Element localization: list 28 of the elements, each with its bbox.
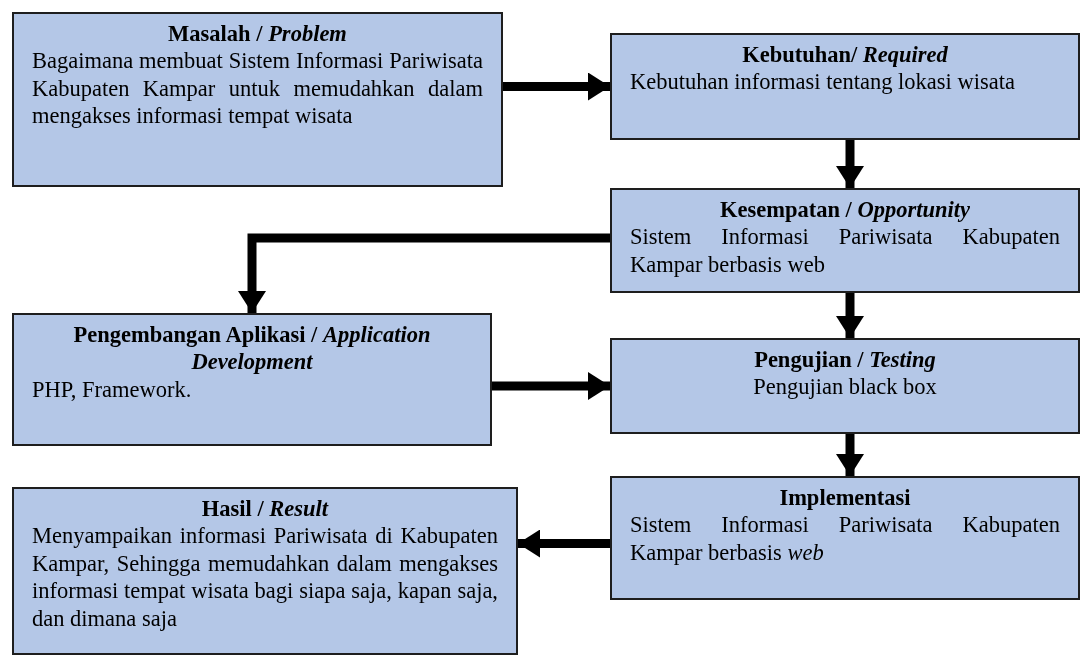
box-heading: Pengujian / Testing bbox=[753, 346, 937, 374]
box-heading: Kebutuhan/ Required bbox=[741, 41, 949, 69]
arrow bbox=[518, 529, 610, 558]
arrow bbox=[836, 293, 864, 338]
box-heading: Implementasi bbox=[778, 484, 912, 512]
arrow bbox=[238, 233, 610, 313]
process-box bbox=[610, 476, 1080, 600]
box-heading: Hasil / Result bbox=[200, 495, 330, 523]
process-box bbox=[12, 487, 518, 655]
process-box bbox=[610, 33, 1080, 140]
box-heading: Pengembangan Aplikasi / Application Development bbox=[72, 321, 432, 376]
box-heading: Masalah / Problem bbox=[167, 20, 348, 48]
arrow bbox=[492, 372, 610, 400]
arrow bbox=[836, 140, 864, 188]
box-text: Bagaimana membuat Sistem Informasi Pariwisata Kabupaten Kampar untuk memudahkan dalam mengakses informasi tempat wisata bbox=[32, 47, 483, 130]
process-box bbox=[610, 338, 1080, 434]
arrow bbox=[836, 434, 864, 476]
box-text: Menyampaikan informasi Pariwisata di Kabupaten Kampar, Sehingga memudahkan dalam mengakses informasi tempat wisata bagi siapa saja, kapan saja, dan dimana saja bbox=[32, 522, 498, 633]
arrow bbox=[503, 72, 610, 101]
process-box bbox=[12, 12, 503, 187]
box-text: Sistem Informasi Pariwisata Kabupaten Kampar berbasis web bbox=[630, 223, 1060, 279]
process-box bbox=[610, 188, 1080, 293]
box-heading: Kesempatan / Opportunity bbox=[719, 196, 971, 224]
box-text: Sistem Informasi Pariwisata Kabupaten Kampar berbasis web bbox=[630, 511, 1060, 567]
box-text: Pengujian black box bbox=[752, 373, 938, 401]
box-text: PHP, Framework. bbox=[32, 375, 193, 404]
box-text: Kebutuhan informasi tentang lokasi wisata bbox=[630, 68, 1016, 96]
process-box bbox=[12, 313, 492, 446]
